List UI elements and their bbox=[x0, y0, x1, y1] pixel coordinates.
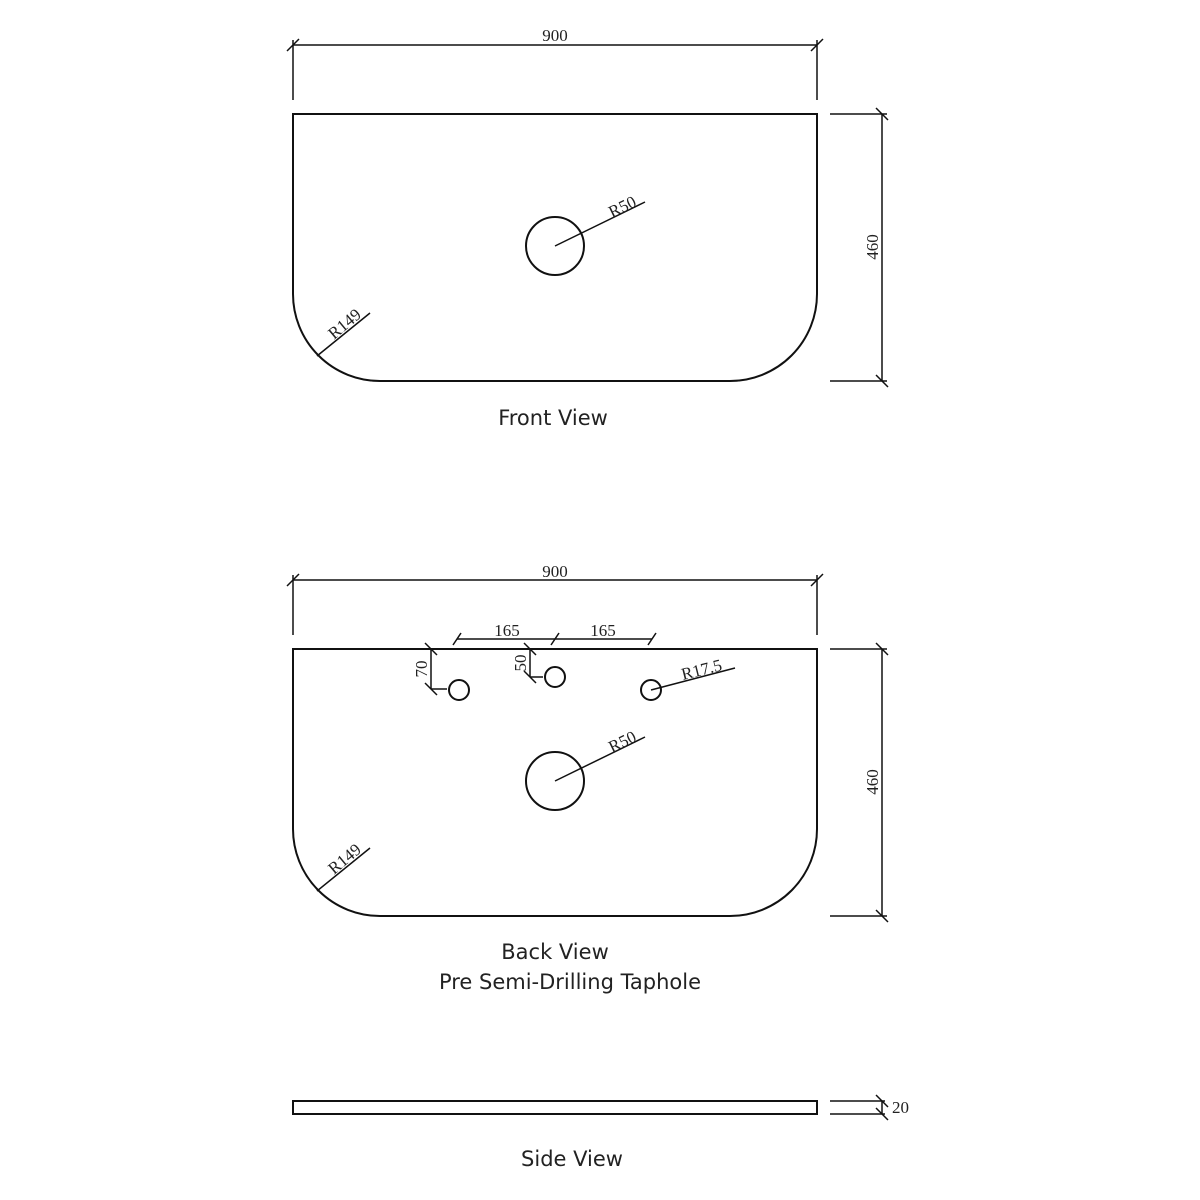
back-outline bbox=[292, 648, 818, 917]
r149-leader bbox=[316, 847, 371, 892]
offset-70-dimension bbox=[424, 642, 447, 696]
spacing-left-text: 165 bbox=[494, 621, 520, 640]
r149-text: R149 bbox=[324, 840, 364, 878]
thickness-dim-text: 20 bbox=[892, 1098, 909, 1117]
taphole-center bbox=[544, 666, 566, 688]
spacing-right-text: 165 bbox=[590, 621, 616, 640]
back-view: 900 460 165 165 70 50 bbox=[286, 562, 889, 994]
r149-leader bbox=[316, 312, 371, 357]
back-view-sublabel: Pre Semi-Drilling Taphole bbox=[439, 970, 701, 994]
taphole-left bbox=[448, 679, 470, 701]
height-dim-text: 460 bbox=[863, 234, 882, 260]
r50-leader bbox=[554, 736, 646, 782]
front-outline bbox=[292, 113, 818, 382]
width-dimension bbox=[286, 573, 824, 635]
thickness-dimension bbox=[830, 1094, 889, 1121]
width-dim-text: 900 bbox=[542, 26, 568, 45]
height-dimension bbox=[830, 642, 889, 923]
basin-hole bbox=[525, 751, 585, 811]
height-dim-text: 460 bbox=[863, 769, 882, 795]
basin-hole bbox=[525, 216, 585, 276]
r149-text: R149 bbox=[324, 305, 364, 343]
r50-text: R50 bbox=[605, 727, 639, 757]
offset-50-dimension bbox=[523, 642, 543, 684]
height-dimension bbox=[830, 107, 889, 388]
r50-leader bbox=[554, 201, 646, 247]
offset-50-text: 50 bbox=[511, 655, 530, 672]
width-dim-text: 900 bbox=[542, 562, 568, 581]
side-view-label: Side View bbox=[521, 1147, 623, 1171]
taphole-right bbox=[640, 679, 662, 701]
front-view-label: Front View bbox=[498, 406, 608, 430]
r17-5-leader bbox=[650, 667, 736, 691]
offset-70-text: 70 bbox=[412, 661, 431, 678]
r17-5-text: R17.5 bbox=[679, 656, 723, 684]
width-dimension bbox=[286, 38, 824, 100]
side-view: 20 Side View bbox=[292, 1094, 909, 1171]
back-view-label: Back View bbox=[501, 940, 609, 964]
r50-text: R50 bbox=[605, 192, 639, 222]
side-outline bbox=[292, 1100, 818, 1115]
front-view: 900 460 R50 R149 Front View bbox=[286, 26, 889, 430]
taphole-spacing-dimension bbox=[452, 632, 657, 646]
